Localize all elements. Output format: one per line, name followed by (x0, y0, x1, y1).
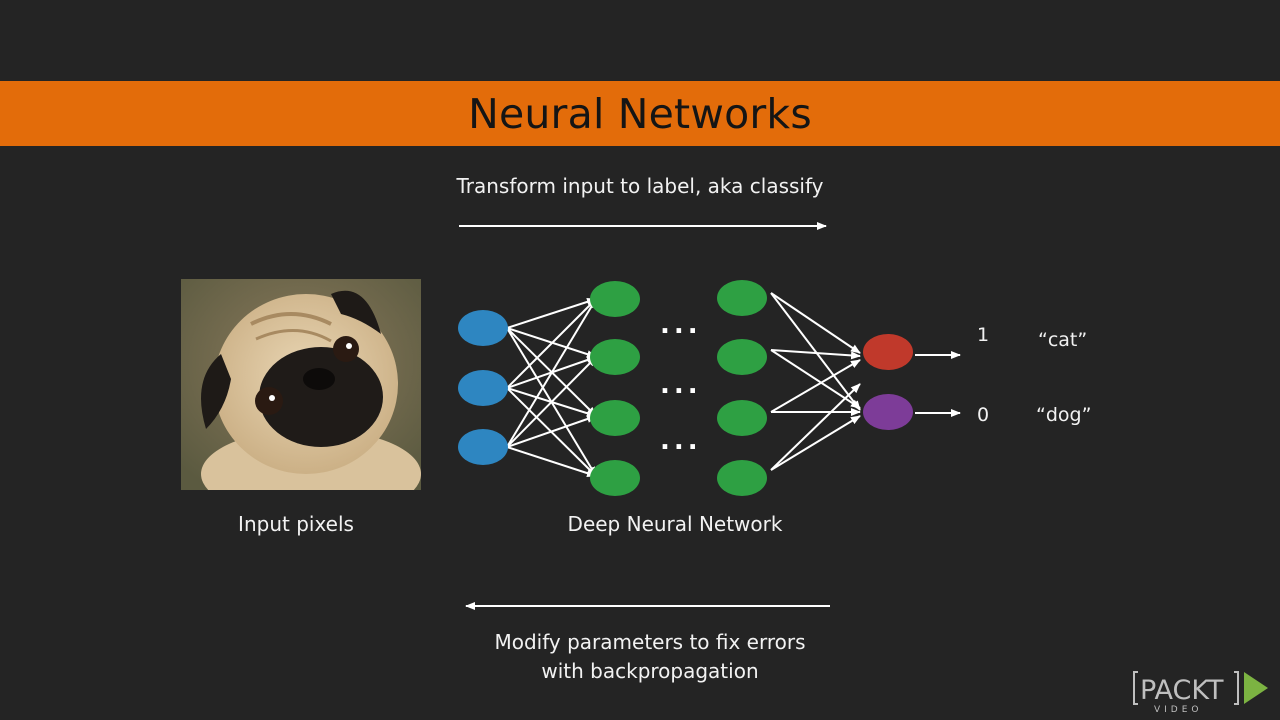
hidden-node (717, 400, 767, 436)
output-node-cat (863, 334, 913, 370)
backward-caption: Modify parameters to fix errors with bac… (450, 628, 850, 686)
hidden-node (717, 280, 767, 316)
ellipsis: ... (660, 310, 702, 340)
hidden-to-output-edges (770, 292, 861, 471)
title-band (0, 81, 1280, 146)
output-value-cat: 1 (977, 324, 989, 346)
hidden-node (717, 460, 767, 496)
output-value-dog: 0 (977, 404, 989, 426)
pug-illustration (181, 279, 421, 490)
input-node (458, 310, 508, 346)
input-pixels-label: Input pixels (238, 512, 354, 536)
output-node-dog (863, 394, 913, 430)
output-class-dog: “dog” (1036, 404, 1091, 426)
hidden-node (590, 281, 640, 317)
forward-caption: Transform input to label, aka classify (456, 174, 824, 198)
output-class-cat: “cat” (1038, 329, 1087, 351)
backward-caption-line1: Modify parameters to fix errors (494, 630, 806, 654)
logo-bracket-left (1133, 671, 1138, 705)
hidden-node (590, 460, 640, 496)
input-layer (458, 310, 508, 465)
hidden-layer-1 (590, 281, 640, 496)
pug-photo (181, 279, 421, 490)
play-triangle-icon (1244, 672, 1268, 704)
hidden-node (590, 400, 640, 436)
input-node (458, 429, 508, 465)
hidden-node (717, 339, 767, 375)
network-label: Deep Neural Network (567, 512, 783, 536)
logo-bracket-right (1234, 671, 1239, 705)
logo-text: PACKT (1140, 675, 1224, 706)
ellipsis: ... (660, 370, 702, 400)
hidden-layer-2 (717, 280, 767, 496)
hidden-node (590, 339, 640, 375)
packt-video-logo: PACKT VIDEO (1133, 671, 1268, 714)
ellipsis: ... (660, 426, 702, 456)
backward-caption-line2: with backpropagation (541, 659, 759, 683)
slide-title: Neural Networks (468, 90, 812, 138)
logo-subtext: VIDEO (1154, 705, 1203, 714)
input-node (458, 370, 508, 406)
input-to-hidden-edges (506, 297, 597, 478)
